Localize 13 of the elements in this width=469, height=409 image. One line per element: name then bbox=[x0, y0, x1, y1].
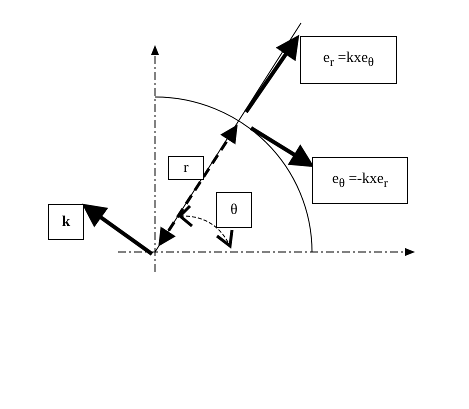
label-box bbox=[168, 156, 204, 180]
math-label: e$_{r}$ =kxe$_{θ}$ bbox=[323, 50, 374, 70]
vector-arrow bbox=[244, 34, 300, 114]
vector-arrow bbox=[250, 126, 314, 168]
math-label: θ bbox=[230, 202, 238, 218]
vector-arrow bbox=[82, 204, 154, 256]
formula-box bbox=[300, 36, 397, 84]
formula-box bbox=[312, 157, 408, 204]
label-box bbox=[216, 192, 252, 228]
label-box bbox=[48, 204, 84, 240]
math-label: e$_{θ}$ =-kxe$_{r}$ bbox=[332, 170, 388, 190]
math-label: r bbox=[184, 160, 188, 176]
math-label: k bbox=[62, 214, 70, 230]
